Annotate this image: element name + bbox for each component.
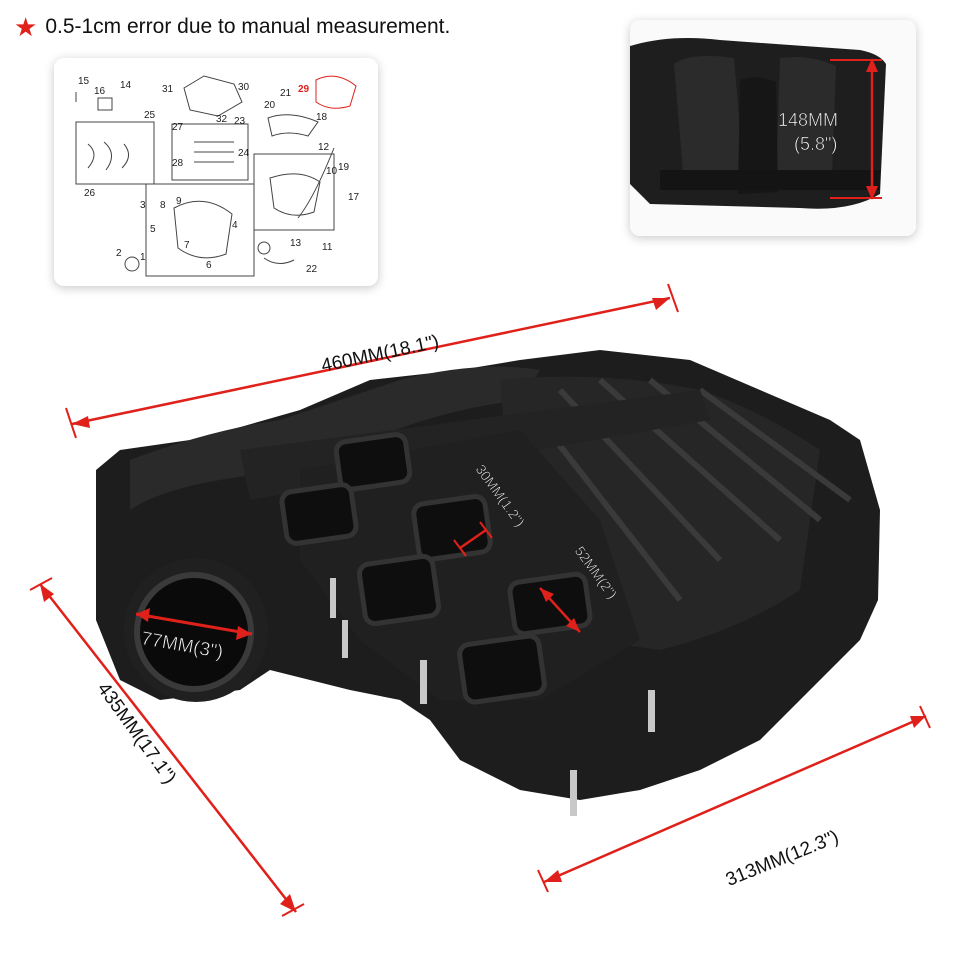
svg-text:24: 24 <box>238 148 250 159</box>
star-icon: ★ <box>14 12 38 42</box>
depth-dimension <box>537 705 931 893</box>
svg-text:20: 20 <box>264 100 276 111</box>
svg-text:1: 1 <box>140 252 146 263</box>
svg-text:17: 17 <box>348 192 360 203</box>
svg-text:15: 15 <box>78 76 90 87</box>
svg-text:11: 11 <box>322 242 333 253</box>
inset-photo: 148MM (5.8") <box>630 20 916 236</box>
measurement-note: ★ 0.5-1cm error due to manual measuremen… <box>14 14 450 40</box>
svg-text:5: 5 <box>150 224 156 235</box>
svg-text:4: 4 <box>232 220 238 231</box>
svg-text:25: 25 <box>144 110 156 121</box>
height-label: 148MM (5.8") <box>778 110 839 155</box>
svg-text:29: 29 <box>298 84 310 95</box>
port-height-dimension <box>453 521 493 557</box>
svg-text:10: 10 <box>326 166 338 177</box>
svg-text:18: 18 <box>316 112 328 123</box>
throttle-dimension <box>135 608 253 640</box>
svg-text:23: 23 <box>234 116 246 127</box>
svg-text:32: 32 <box>216 114 228 125</box>
port-width-dimension <box>539 587 581 633</box>
width-dimension <box>29 577 305 917</box>
svg-text:9: 9 <box>176 196 182 207</box>
svg-text:30: 30 <box>238 82 250 93</box>
note-text: 0.5-1cm error due to manual measurement. <box>45 15 451 38</box>
svg-text:3: 3 <box>140 200 146 211</box>
svg-text:8: 8 <box>160 200 166 211</box>
parts-diagram-card: 15 14 16 25 27 31 30 29 21 20 18 12 26 2… <box>54 58 378 286</box>
svg-text:21: 21 <box>280 88 292 99</box>
svg-text:(5.8"): (5.8") <box>794 134 837 154</box>
length-dimension <box>65 283 679 439</box>
intake-manifold <box>96 350 880 816</box>
svg-text:14: 14 <box>120 80 132 91</box>
svg-text:2: 2 <box>116 248 122 259</box>
svg-text:6: 6 <box>206 260 212 271</box>
height-inset-card: 148MM (5.8") <box>630 20 916 236</box>
svg-text:12: 12 <box>318 142 330 153</box>
diagram-callouts: 15 14 16 25 27 31 30 29 21 20 18 12 26 2… <box>78 76 360 275</box>
svg-text:26: 26 <box>84 188 96 199</box>
svg-text:31: 31 <box>162 84 174 95</box>
parts-diagram: 15 14 16 25 27 31 30 29 21 20 18 12 26 2… <box>75 75 360 277</box>
length-label: 460MM(18.1") <box>319 331 440 376</box>
depth-label: 313MM(12.3") <box>723 827 842 891</box>
svg-text:28: 28 <box>172 158 184 169</box>
svg-text:13: 13 <box>290 238 302 249</box>
svg-text:22: 22 <box>306 264 318 275</box>
svg-text:16: 16 <box>94 86 106 97</box>
svg-text:27: 27 <box>172 122 184 133</box>
svg-text:19: 19 <box>338 162 350 173</box>
svg-text:7: 7 <box>184 240 190 251</box>
svg-text:148MM: 148MM <box>778 110 838 130</box>
